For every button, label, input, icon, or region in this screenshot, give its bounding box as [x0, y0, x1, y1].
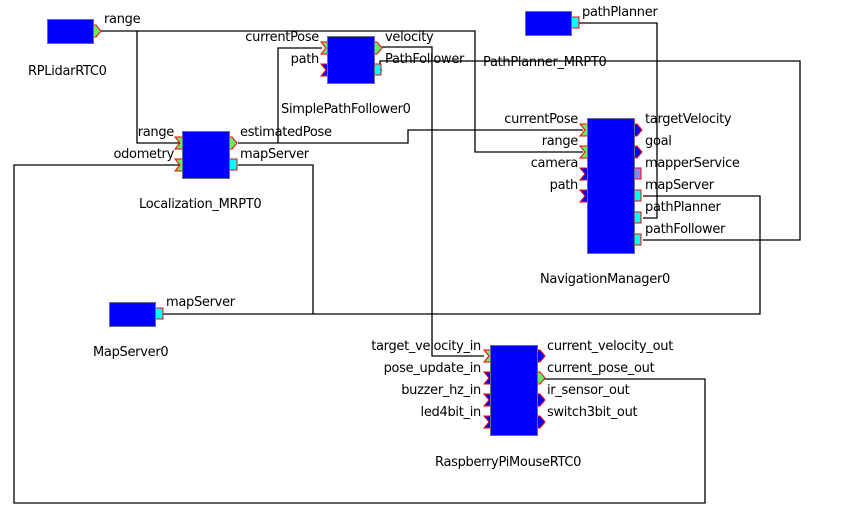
- component-rplidar[interactable]: [47, 19, 94, 44]
- port-label-nav-pathplanner: pathPlanner: [645, 200, 721, 215]
- port-label-nav-range: range: [541, 134, 579, 149]
- component-mapserver[interactable]: [109, 302, 156, 327]
- port-label-rpm-switch3bit-out: switch3bit_out: [547, 405, 638, 420]
- wire-nav-mapserver-to-mapserver[interactable]: [313, 195, 761, 315]
- component-name-mapserver: MapServer0: [93, 345, 169, 360]
- port-label-rpm-target-velocity-in: target_velocity_in: [371, 339, 481, 354]
- port-label-pathplanner-pathplanner: pathPlanner: [582, 5, 658, 20]
- component-localization[interactable]: [182, 131, 230, 179]
- component-name-rplidar: RPLidarRTC0: [28, 64, 107, 79]
- component-navigationmanager[interactable]: [587, 118, 635, 254]
- wire-velocity-to-target-velocity-in[interactable]: [382, 46, 484, 357]
- wire-localization-mapserver-to-mapserver[interactable]: [158, 164, 314, 315]
- port-label-rpm-led4bit-in: led4bit_in: [420, 405, 482, 420]
- port-label-spf-path: path: [290, 52, 320, 67]
- port-label-nav-pathfollower: pathFollower: [645, 222, 726, 237]
- port-label-nav-camera: camera: [530, 156, 579, 171]
- port-label-rpm-current-pose-out: current_pose_out: [547, 361, 655, 376]
- port-label-spf-pathfollower: PathFollower: [385, 52, 465, 67]
- wire-rplidar-range-to-nav-range[interactable]: [100, 30, 583, 153]
- component-name-navigationmanager: NavigationManager0: [540, 272, 670, 287]
- wire-current-pose-out-to-odometry[interactable]: [13, 164, 706, 504]
- port-label-rpm-ir-sensor-out: ir_sensor_out: [547, 383, 630, 398]
- port-label-mapserver-mapserver: mapServer: [166, 295, 235, 310]
- component-raspimouse[interactable]: [490, 345, 538, 436]
- wire-estimatedpose-to-spf-currentpose[interactable]: [277, 47, 322, 143]
- component-name-simplepathfollower: SimplePathFollower0: [281, 102, 411, 117]
- port-label-loc-range: range: [137, 125, 175, 140]
- wire-estimatedpose-to-nav-currentpose[interactable]: [238, 129, 583, 144]
- port-label-rpm-pose-update-in: pose_update_in: [383, 361, 482, 376]
- component-name-raspimouse: RaspberryPiMouseRTC0: [435, 455, 582, 470]
- wire-pathplanner-to-nav-pathplanner[interactable]: [576, 22, 658, 219]
- port-label-nav-path: path: [549, 178, 579, 193]
- wire-rplidar-range-to-localization-range[interactable]: [136, 31, 180, 144]
- port-label-spf-currentpose: currentPose: [245, 30, 319, 45]
- port-label-rplidar-range: range: [104, 12, 141, 27]
- port-label-loc-odometry: odometry: [113, 147, 174, 162]
- component-pathplanner[interactable]: [525, 11, 572, 36]
- port-label-rpm-current-velocity-out: current_velocity_out: [547, 339, 673, 354]
- port-label-nav-goal: goal: [645, 134, 672, 149]
- component-name-localization: Localization_MRPT0: [139, 197, 262, 212]
- component-simplepathfollower[interactable]: [327, 36, 375, 84]
- port-label-nav-mapserver: mapServer: [645, 178, 714, 193]
- port-label-nav-targetvelocity: targetVelocity: [645, 112, 732, 127]
- port-label-loc-estimatedpose: estimatedPose: [240, 125, 332, 140]
- component-name-pathplanner: PathPlanner_MRPT0: [483, 55, 607, 70]
- port-label-loc-mapserver: mapServer: [240, 147, 309, 162]
- port-label-rpm-buzzer-hz-in: buzzer_hz_in: [401, 383, 481, 398]
- port-label-spf-velocity: velocity: [385, 30, 434, 45]
- port-label-nav-mapperservice: mapperService: [645, 156, 740, 171]
- port-label-nav-currentpose: currentPose: [504, 112, 578, 127]
